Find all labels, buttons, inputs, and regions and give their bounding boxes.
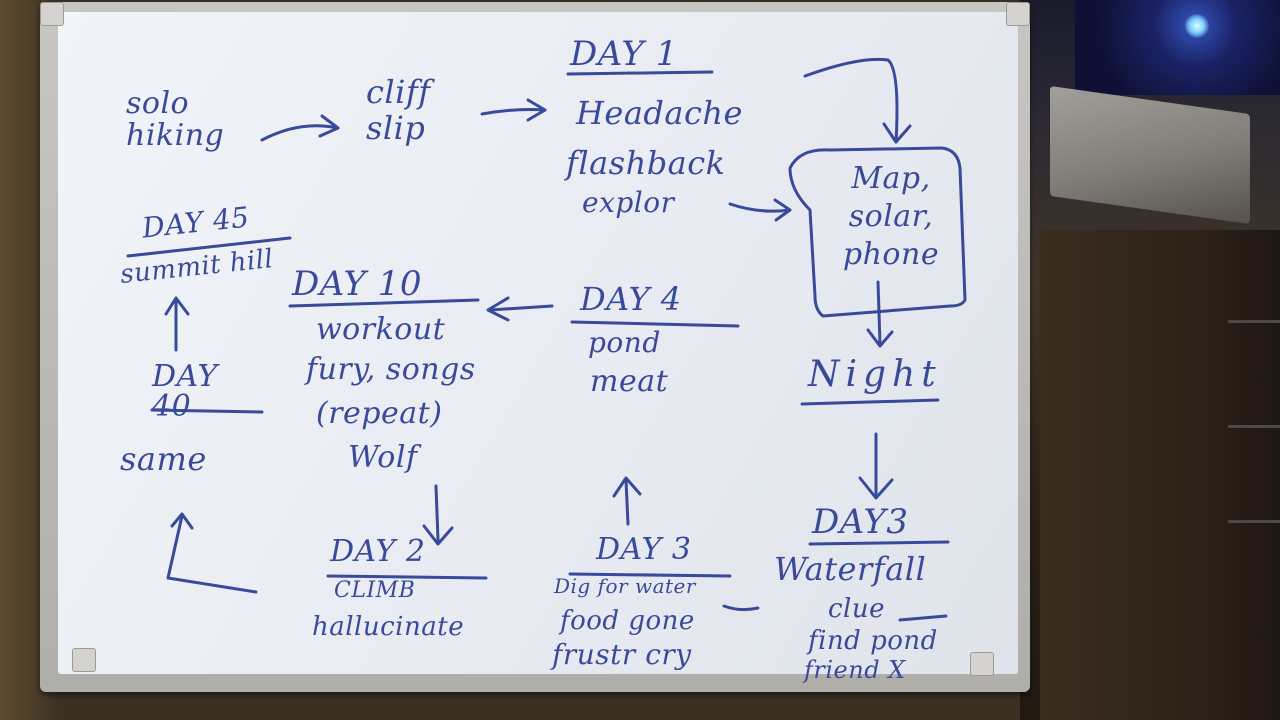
note-day3-right-line3: find pond [808,626,938,656]
arrow-explor-to-map [728,202,792,213]
note-day40-line1: same [120,440,207,478]
note-day10-line3: (repeat) [316,396,443,431]
cabinet-edge [1228,320,1280,323]
note-day4-line1: pond [588,326,661,359]
underline-day10 [288,298,480,308]
note-cliff-slip: cliff slip [366,73,431,147]
underline-day4 [570,320,740,328]
note-day3-mid-title: DAY 3 [596,532,692,567]
note-solo-hiking: solo hiking [126,86,225,153]
cabinet-edge [1228,425,1280,428]
underline-day3-right [808,540,950,546]
cabinet-edge [1228,520,1280,523]
arrow-day3-to-day4 [624,478,630,526]
note-day10-line1: workout [316,312,446,347]
arrow-map-to-night [876,280,882,346]
underline-night [800,398,940,406]
underline-day2 [326,574,488,580]
note-day10-title: DAY 10 [292,264,422,304]
note-day10-line2: fury, songs [306,352,476,387]
monitor-light [1185,14,1209,38]
note-day2-line1: CLIMB [334,578,416,603]
note-day1-line1: Headache [576,94,743,132]
note-day4-title: DAY 4 [580,280,682,318]
arrow-day4-to-day10 [488,304,554,312]
note-day3-mid-line1: Dig for water [554,574,696,598]
note-day3-right-line2: clue [828,594,886,624]
note-day40-title: DAY 40 [152,359,218,424]
note-day3-mid-line3: frustr cry [552,638,692,671]
background-monitor [1075,0,1280,95]
underline-day45 [126,236,292,258]
arrow-day3-to-day3mid [722,604,760,612]
frame-corner [1006,2,1030,26]
frame-corner [72,648,96,672]
arrow-day10-to-day2 [434,484,440,542]
note-day3-mid-line2: food gone [560,606,695,636]
arrow-cliff-to-day1 [480,108,547,116]
note-day1-title: DAY 1 [570,34,678,74]
note-day3-right-line4: friend X [804,656,906,684]
arrow-corner-bottom-left [166,514,258,594]
note-day1-line3: explor [582,186,675,219]
map-box [788,146,967,318]
note-day3-right-title: DAY3 [812,502,909,542]
note-day1-line2: flashback [566,144,726,182]
frame-corner [40,2,64,26]
note-day2-title: DAY 2 [330,534,426,569]
note-day4-line2: meat [590,364,669,399]
note-day2-line2: hallucinate [312,612,465,642]
note-day10-line4: Wolf [348,440,418,475]
background-cabinet [1040,230,1280,720]
underline-day40 [150,408,264,414]
note-map-box: Map, solar, phone [842,161,940,272]
note-day3-right-line1: Waterfall [774,550,927,588]
note-night: Night [808,354,942,395]
arrow-to-map [803,57,899,144]
underline-day1 [566,70,714,76]
arrow-solo-to-cliff [260,124,340,142]
frame-corner [970,652,994,676]
underline-day3-mid [568,572,732,578]
whiteboard-surface [58,12,1018,674]
